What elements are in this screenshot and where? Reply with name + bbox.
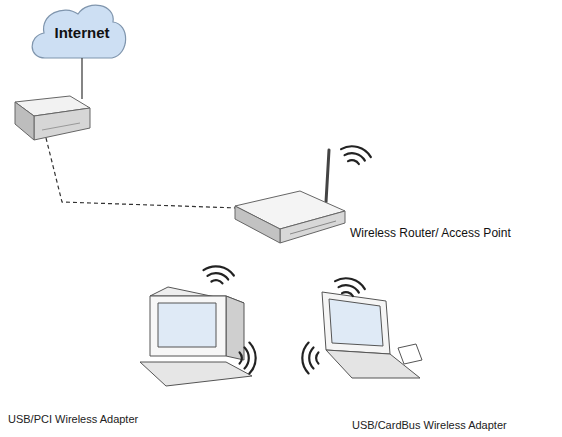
router-front	[280, 211, 345, 243]
modem-device	[15, 96, 90, 140]
desktop-computer	[140, 287, 252, 386]
laptop-waves-left	[302, 343, 318, 374]
laptop-lid	[322, 292, 390, 354]
router-waves	[339, 143, 373, 167]
router-side	[235, 206, 280, 243]
ethernet-cable	[46, 138, 238, 208]
desktop-screen	[158, 303, 216, 347]
desktop-waves-right	[240, 343, 256, 374]
modem-side	[15, 102, 34, 140]
desktop-monitor	[150, 296, 226, 356]
node-label: Internet	[54, 24, 109, 41]
device-label: USB/CardBus Wireless Adapter	[352, 419, 507, 431]
laptop-screen	[329, 299, 383, 346]
router-antenna	[326, 150, 329, 202]
laptop-waves-up	[333, 275, 367, 299]
desktop-waves-up	[202, 264, 235, 285]
laptop-computer	[322, 292, 422, 378]
device-label: Wireless Router/ Access Point	[350, 226, 511, 240]
wireless-router	[235, 150, 345, 243]
internet-cloud	[32, 5, 126, 58]
modem-wire	[81, 58, 82, 99]
cardbus-adapter	[398, 344, 422, 364]
router-detail	[290, 221, 336, 234]
cloud-label-box: Internet	[42, 14, 122, 50]
desktop-side	[226, 296, 244, 360]
modem-detail	[42, 123, 80, 130]
desktop-base	[140, 362, 252, 386]
device-label: USB/PCI Wireless Adapter	[8, 413, 138, 425]
modem-front	[34, 108, 90, 140]
